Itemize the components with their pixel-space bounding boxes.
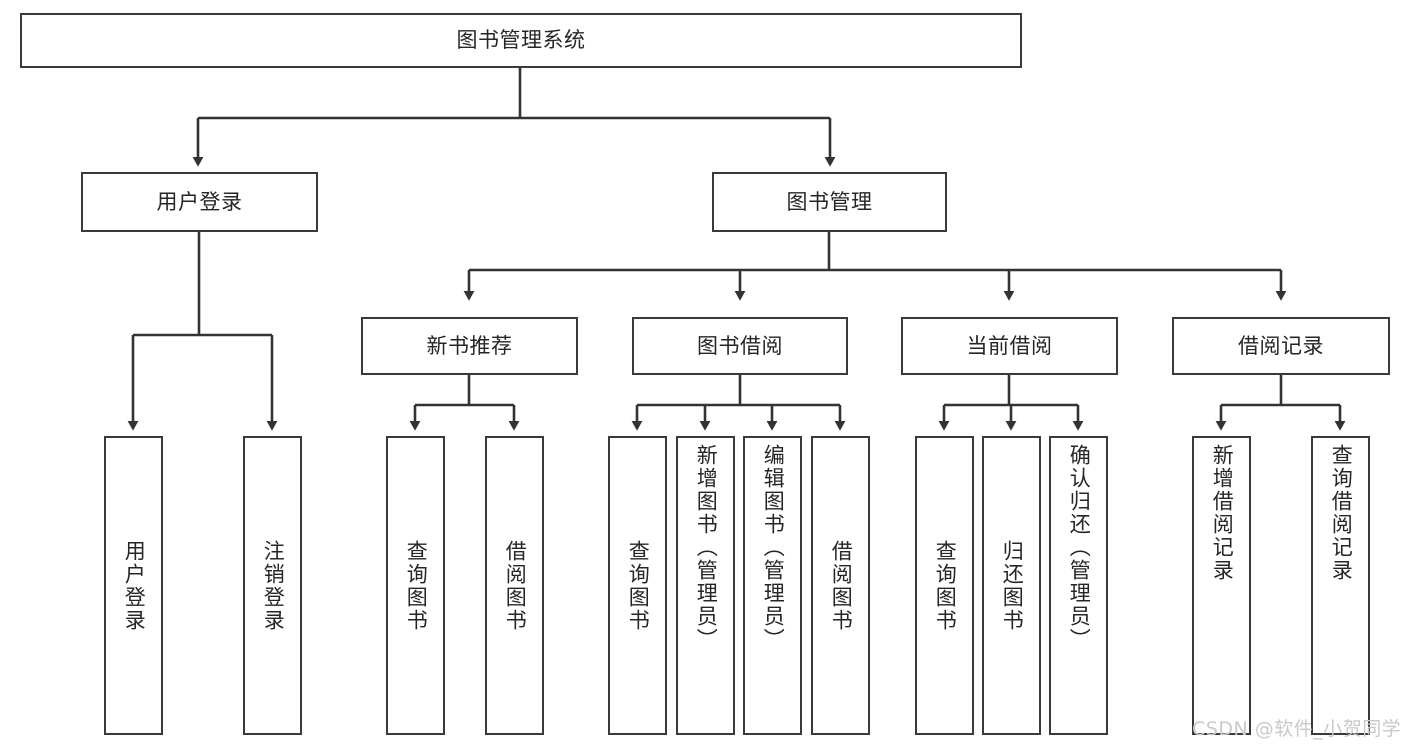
- node-root-system[interactable]: 图书管理系统: [20, 13, 1022, 68]
- leaf-node[interactable]: 编辑图书（管理员）: [743, 436, 802, 735]
- leaf-node[interactable]: 用户登录: [104, 436, 163, 735]
- node-label: 确认归还（管理员）: [1067, 444, 1092, 651]
- leaf-node[interactable]: 借阅图书: [811, 436, 870, 735]
- leaf-node[interactable]: 查询图书: [386, 436, 445, 735]
- node-label: 借阅图书: [829, 539, 854, 632]
- node-label: 用户登录: [122, 539, 147, 632]
- node-label: 图书管理系统: [456, 28, 586, 53]
- leaf-node[interactable]: 查询借阅记录: [1311, 436, 1370, 735]
- leaf-node[interactable]: 注销登录: [243, 436, 302, 735]
- node-label: 当前借阅: [966, 333, 1053, 358]
- node-label: 查询图书: [933, 539, 958, 632]
- node-new-book-recommend[interactable]: 新书推荐: [361, 317, 578, 375]
- node-label: 新增借阅记录: [1210, 444, 1235, 582]
- node-label: 归还图书: [1000, 539, 1025, 632]
- node-book-management[interactable]: 图书管理: [712, 172, 947, 232]
- leaf-node[interactable]: 查询图书: [915, 436, 974, 735]
- leaf-node[interactable]: 新增借阅记录: [1192, 436, 1251, 735]
- node-current-borrow[interactable]: 当前借阅: [901, 317, 1118, 375]
- csdn-watermark: CSDN @软件_小贺同学: [1192, 718, 1402, 740]
- leaf-node[interactable]: 归还图书: [982, 436, 1041, 735]
- node-label: 查询图书: [626, 539, 651, 632]
- node-label: 用户登录: [156, 189, 243, 214]
- node-label: 借阅记录: [1238, 333, 1324, 358]
- node-label: 图书借阅: [697, 333, 783, 358]
- node-user-login[interactable]: 用户登录: [81, 172, 318, 232]
- leaf-node[interactable]: 确认归还（管理员）: [1049, 436, 1108, 735]
- leaf-node[interactable]: 借阅图书: [485, 436, 544, 735]
- node-label: 图书管理: [786, 189, 873, 214]
- node-label: 查询借阅记录: [1329, 444, 1354, 582]
- node-label: 注销登录: [261, 539, 286, 632]
- leaf-node[interactable]: 新增图书（管理员）: [676, 436, 735, 735]
- node-label: 新书推荐: [426, 333, 513, 358]
- node-label: 编辑图书（管理员）: [761, 444, 786, 651]
- node-book-borrow[interactable]: 图书借阅: [632, 317, 848, 375]
- leaf-node[interactable]: 查询图书: [608, 436, 667, 735]
- node-label: 查询图书: [404, 539, 429, 632]
- node-label: 借阅图书: [503, 539, 528, 632]
- node-borrow-records[interactable]: 借阅记录: [1172, 317, 1390, 375]
- node-label: 新增图书（管理员）: [694, 444, 719, 651]
